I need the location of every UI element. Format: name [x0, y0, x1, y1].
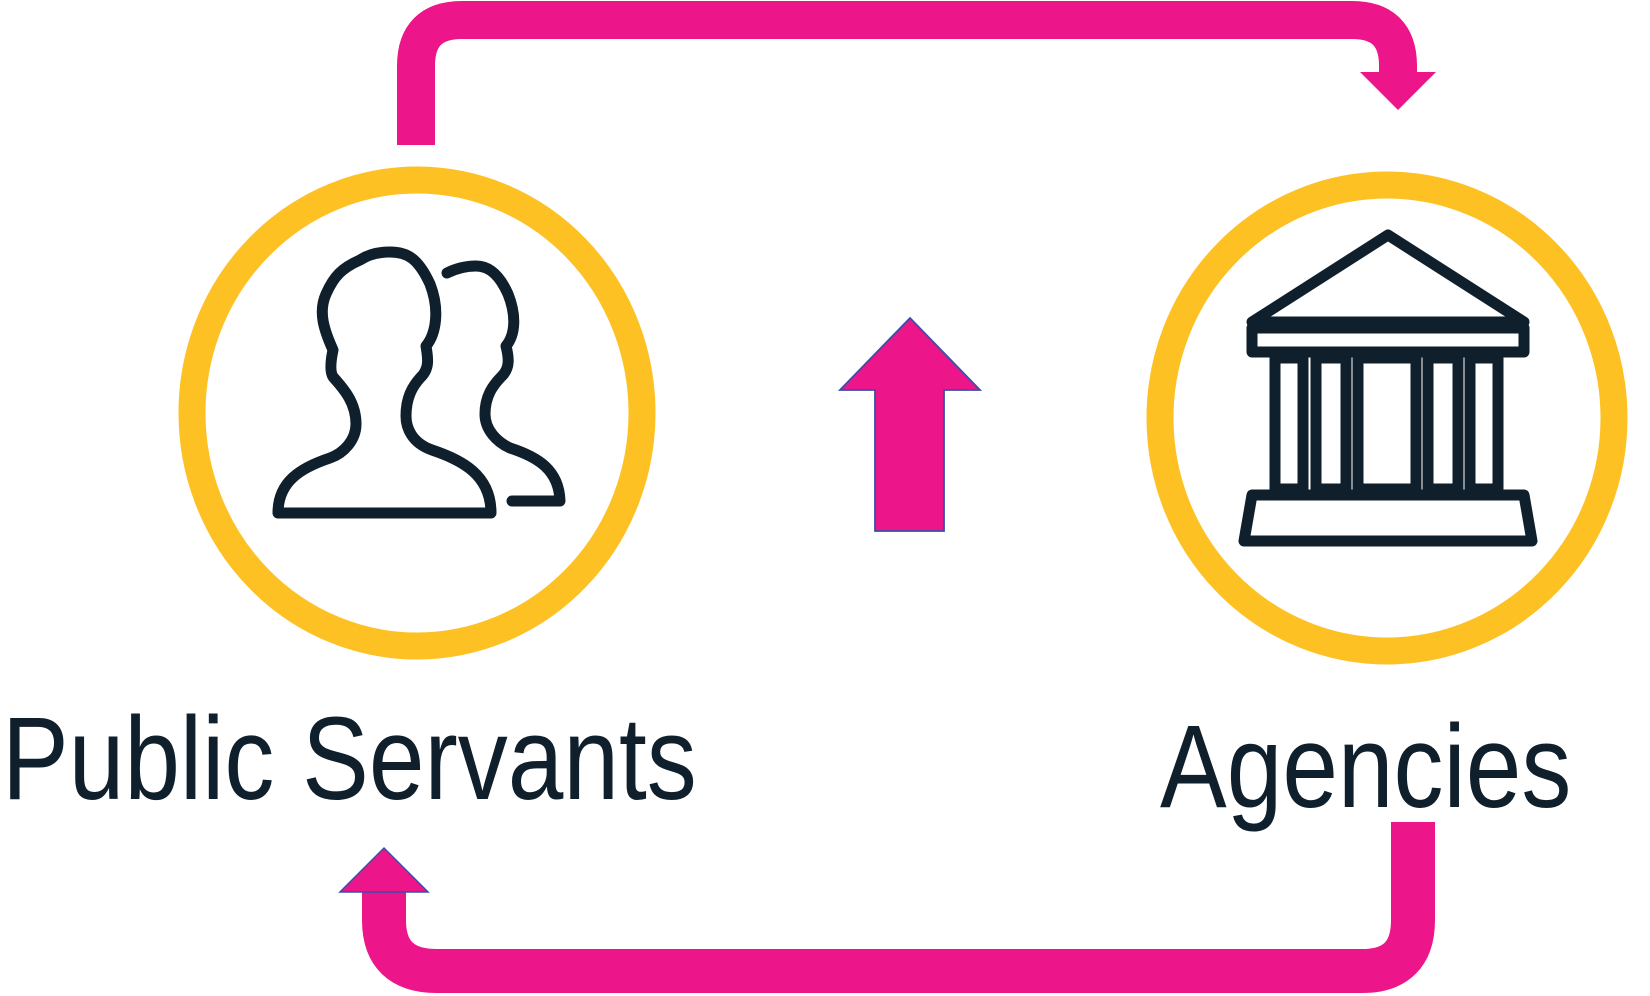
- top-flow-arrow: [397, 1, 1436, 145]
- agencies-label: Agencies: [1160, 700, 1572, 834]
- bottom-flow-arrow: [338, 822, 1435, 993]
- government-building-icon: [1238, 229, 1538, 547]
- public-servants-label: Public Servants: [2, 692, 697, 826]
- right-ring: [1146, 171, 1628, 665]
- left-ring: [178, 166, 656, 660]
- center-up-arrow: [837, 316, 983, 532]
- people-icon: [272, 246, 566, 519]
